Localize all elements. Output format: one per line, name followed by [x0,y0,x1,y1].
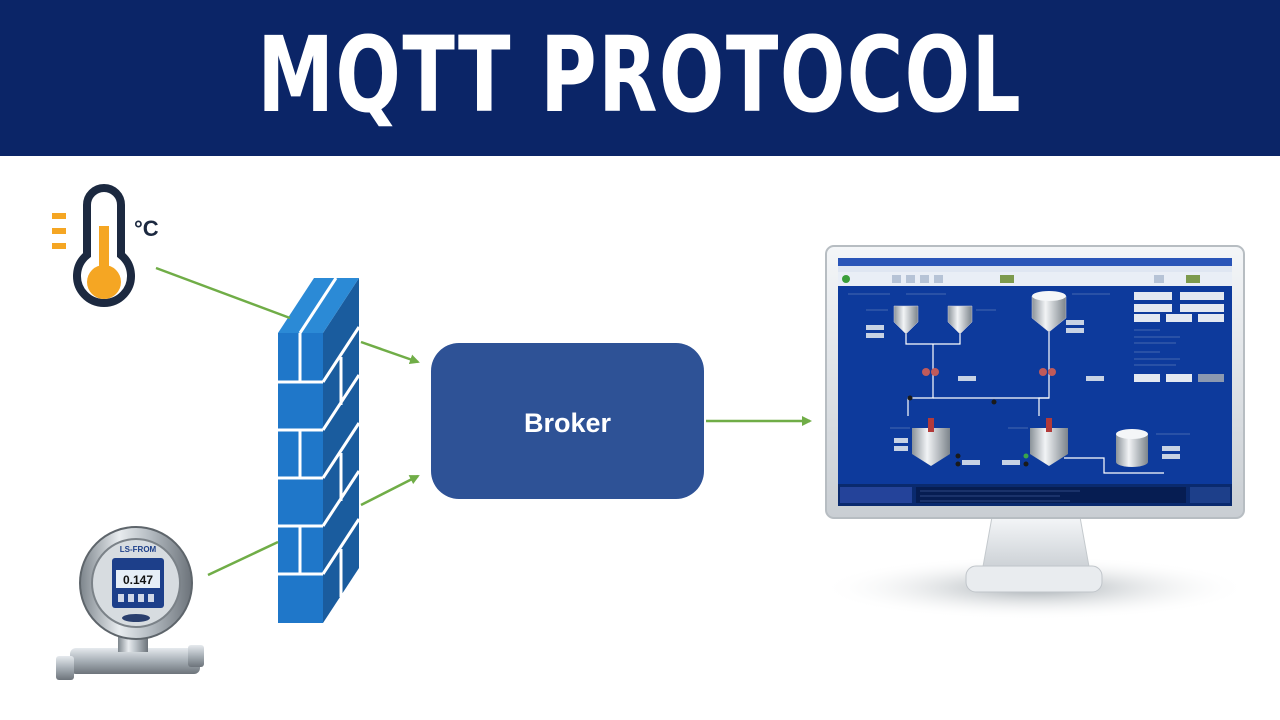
firewall-icon [278,277,361,623]
page-title: MQTT PROTOCOL [257,14,1023,136]
tank-2 [947,305,973,335]
broker-label: Broker [523,407,612,438]
arrow-meter-to-firewall [207,540,279,577]
pump-4 [1048,368,1056,376]
screen-text-lines [848,293,1190,435]
meter-pipe [70,648,200,674]
heat-line-bottom [52,243,66,249]
screen-alarm-icons [840,487,912,503]
screen-side-panel [1134,292,1224,382]
monitor-neck [981,516,1091,573]
screen-menubar [838,266,1232,272]
pump-2 [931,368,939,376]
meter-reading: 0.147 [123,573,153,587]
heat-line-middle [52,228,66,234]
reactor-1 [912,428,950,466]
mixer-1 [928,418,934,432]
screen-tool-2 [906,275,915,283]
heat-line-top [52,213,66,219]
screen-tool-7 [1186,275,1200,283]
screen-tool-1 [892,275,901,283]
pump-1 [922,368,930,376]
connection-arrows [155,266,812,577]
flow-meter-icon: 0.147 LS-FROM [56,526,204,680]
packaging-tank [1116,434,1148,467]
meter-badge [122,614,150,622]
screen-alarm-lines [920,490,1080,502]
monitor-base [965,565,1103,593]
mixer-2 [1046,418,1052,432]
scada-monitor-icon [820,245,1250,620]
arrow-firewall-to-broker-top [360,340,420,365]
screen-controls [866,320,1180,465]
screen-tool-5 [1000,275,1014,283]
screen-tool-3 [920,275,929,283]
celsius-label: °C [134,216,159,241]
packaging-tank-top [1116,429,1148,439]
meter-key-3 [138,594,144,602]
pump-3 [1039,368,1047,376]
meter-display [116,570,160,588]
screen-tool-6 [1154,275,1164,283]
meter-key-2 [128,594,134,602]
firewall-bricks [278,277,361,597]
screen-toolbar-go [842,275,850,283]
arrow-firewall-to-broker-bottom [360,474,420,507]
broker-node: Broker [431,343,704,499]
screen-tool-4 [934,275,943,283]
screen-process-graphics [893,291,1164,474]
screen-indicators [907,395,1029,467]
reactor-2 [1030,428,1068,466]
arrow-thermo-to-firewall [155,266,291,320]
meter-flange-right [188,645,204,667]
tank-1 [893,305,919,335]
thermometer-icon: °C [52,184,159,307]
meter-brand: LS-FROM [120,545,157,554]
screen-alarm-list [916,487,1186,503]
thermometer-bulb [87,265,121,299]
meter-key-4 [148,594,154,602]
thermometer-column [99,226,109,272]
title-banner: MQTT PROTOCOL [0,0,1280,156]
meter-key-1 [118,594,124,602]
screen-titlebar [838,258,1232,266]
meter-flange-left [56,656,74,680]
screen-alarm-status [1190,487,1230,503]
tank-3-top [1032,291,1066,301]
